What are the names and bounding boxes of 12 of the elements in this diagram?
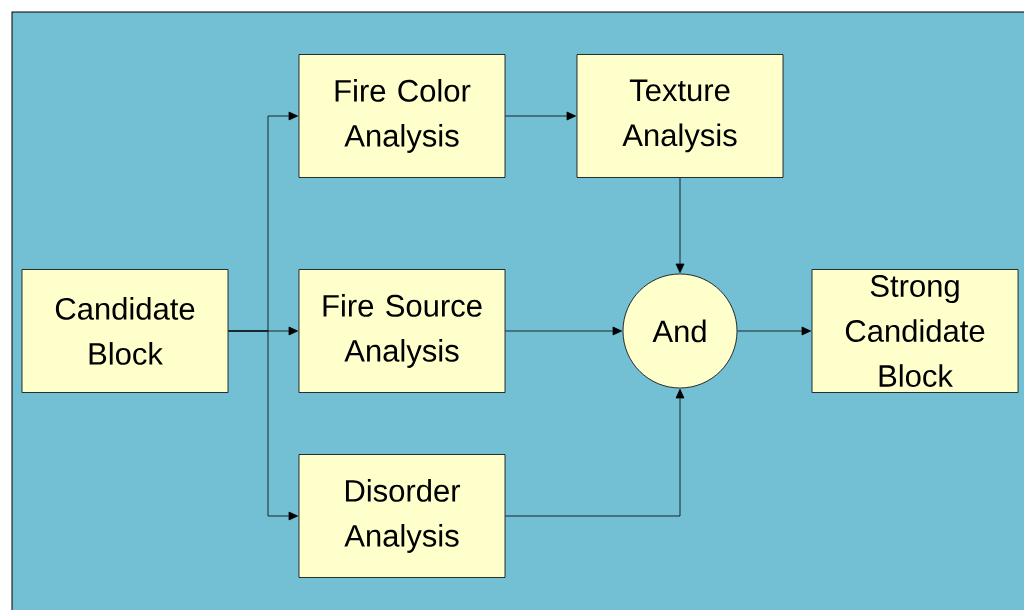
process-box: Candidate Block — [21, 269, 229, 393]
arrow — [505, 326, 623, 336]
arrow — [505, 388, 685, 517]
process-box: Disorder Analysis — [298, 454, 506, 578]
arrow — [228, 330, 299, 521]
process-box: Texture Analysis — [576, 54, 784, 178]
process-box: Fire Source Analysis — [298, 269, 506, 393]
process-box: Fire Color Analysis — [298, 54, 506, 178]
arrow — [737, 326, 812, 336]
arrow — [505, 111, 577, 121]
process-box: Strong Candidate Block — [811, 269, 1019, 393]
arrow — [675, 177, 685, 273]
